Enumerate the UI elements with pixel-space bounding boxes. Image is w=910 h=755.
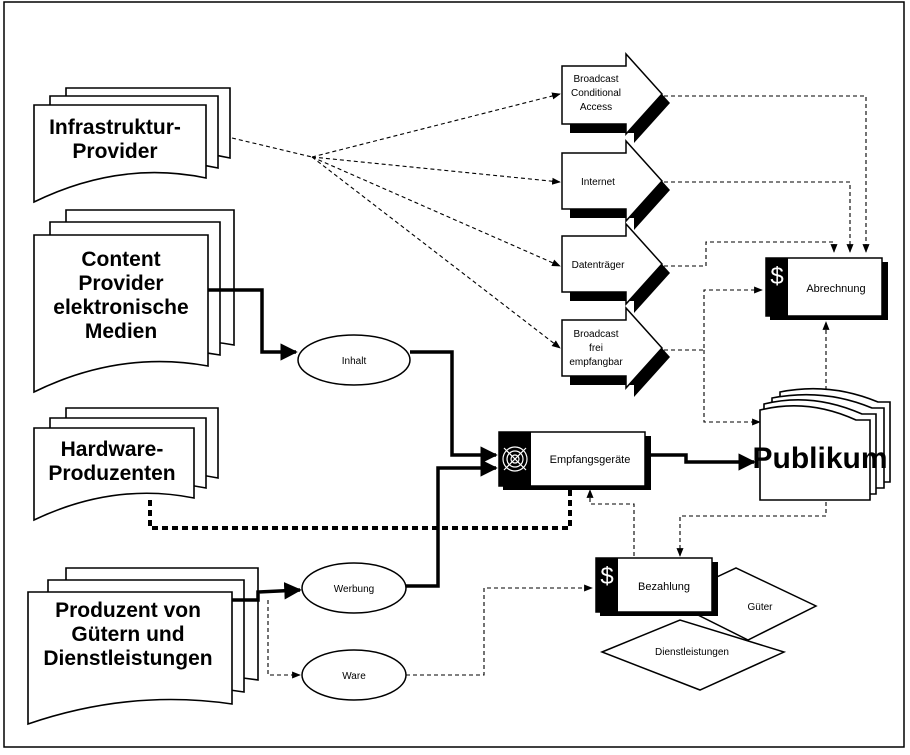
antenna-icon	[502, 446, 528, 472]
infrastructure-provider-line2: Provider	[72, 140, 157, 163]
infrastructure-provider-line1: Infrastruktur-	[49, 116, 181, 139]
payment-label: Bezahlung	[638, 581, 690, 593]
audience-stack: Publikum	[752, 387, 891, 501]
goods-to-ware-line	[267, 600, 301, 679]
content-provider-line1: Content	[81, 248, 160, 271]
goods-producers-line1: Produzent von	[55, 599, 201, 622]
dollar-icon: $	[770, 263, 783, 290]
hardware-producers-line1: Hardware-	[61, 438, 164, 461]
channel-datentraeger: Datenträger	[561, 222, 670, 313]
channel-internet-label: Internet	[581, 177, 615, 188]
goods-diamond-label: Güter	[747, 602, 773, 613]
flow-ware-label: Ware	[342, 671, 366, 682]
hardware-producers: Hardware- Produzenten	[33, 407, 219, 522]
channel-internet: Internet	[561, 139, 670, 230]
goods-producers-line2: Gütern und	[71, 623, 184, 646]
infrastructure-provider: Infrastruktur- Provider	[33, 87, 231, 204]
flow-inhalt-label: Inhalt	[342, 356, 367, 367]
channel-broadcast-ca: Broadcast Conditional Access	[561, 52, 670, 143]
receiver-label: Empfangsgeräte	[550, 454, 631, 466]
flow-werbung-label: Werbung	[334, 584, 374, 595]
channel-broadcast-free-line1: Broadcast	[573, 329, 618, 340]
flow-inhalt: Inhalt	[297, 334, 411, 386]
content-provider: Content Provider elektronische Medien	[33, 209, 235, 394]
content-provider-line3: elektronische	[53, 296, 188, 319]
channel-broadcast-free-line2: frei	[589, 343, 603, 354]
payment-flow-lines	[406, 489, 827, 676]
hardware-producers-line2: Produzenten	[48, 462, 175, 485]
services-diamond: Dienstleistungen	[599, 619, 787, 691]
content-provider-line2: Provider	[78, 272, 163, 295]
content-provider-line4: Medien	[85, 320, 157, 343]
flow-werbung: Werbung	[301, 562, 407, 614]
goods-producers: Produzent von Gütern und Dienstleistunge…	[27, 567, 259, 726]
billing-label: Abrechnung	[806, 283, 865, 295]
channel-broadcast-ca-line3: Access	[580, 102, 612, 113]
billing-box: $ Abrechnung	[765, 257, 888, 320]
channel-to-billing-lines	[664, 95, 870, 426]
channel-datentraeger-label: Datenträger	[572, 260, 625, 271]
frame	[3, 1, 905, 748]
goods-producers-line3: Dienstleistungen	[43, 647, 212, 670]
channel-broadcast-free-line3: empfangbar	[569, 357, 623, 368]
payment-box: $ Bezahlung	[595, 557, 718, 616]
flow-ware: Ware	[301, 649, 407, 701]
solid-flow-lines	[208, 288, 756, 602]
channel-broadcast-free: Broadcast frei empfangbar	[561, 306, 670, 397]
channel-broadcast-ca-line2: Conditional	[571, 88, 621, 99]
services-diamond-label: Dienstleistungen	[655, 647, 729, 658]
hardware-to-receiver-line	[148, 484, 572, 530]
audience-label: Publikum	[752, 442, 887, 475]
infrastructure-fan-lines	[231, 92, 561, 349]
receiver-box: Empfangsgeräte	[498, 431, 651, 490]
dollar-icon-payment: $	[600, 563, 613, 590]
channel-broadcast-ca-line1: Broadcast	[573, 74, 618, 85]
